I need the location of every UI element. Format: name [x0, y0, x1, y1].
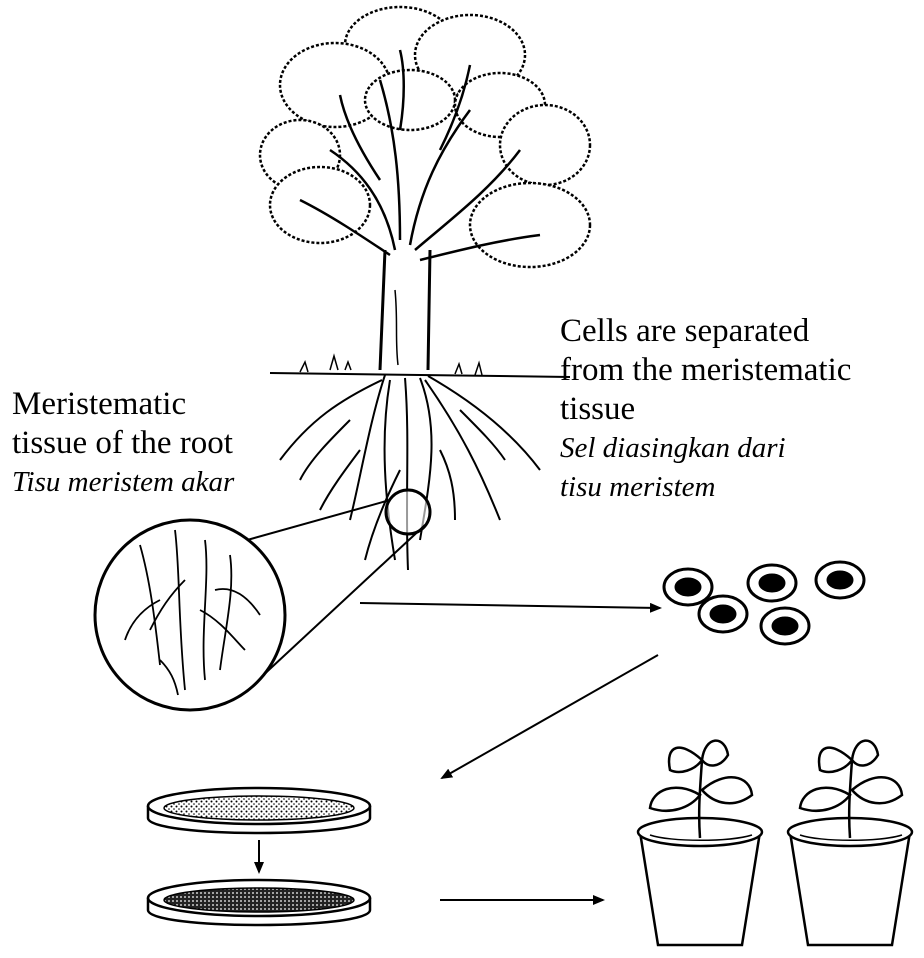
tree-trunk	[380, 250, 430, 370]
culture-dish-callus	[148, 880, 370, 925]
separated-cells	[664, 562, 864, 644]
tree-canopy	[260, 7, 590, 267]
label-root-meristem: Meristematic tissue of the root Tisu mer…	[12, 385, 234, 502]
label-cells-ms-line1: Sel diasingkan dari	[560, 429, 851, 468]
magnified-root-view	[95, 520, 285, 710]
label-root-en-line1: Meristematic	[12, 385, 234, 424]
potted-plantlet-left	[638, 741, 762, 945]
label-cells-en-line3: tissue	[560, 390, 851, 429]
culture-dish-initial	[148, 788, 370, 833]
label-cells-separated: Cells are separated from the meristemati…	[560, 312, 851, 507]
label-cells-en-line2: from the meristematic	[560, 351, 851, 390]
ground-line	[270, 373, 570, 377]
label-root-ms: Tisu meristem akar	[12, 463, 234, 502]
label-root-en-line2: tissue of the root	[12, 424, 234, 463]
label-cells-en-line1: Cells are separated	[560, 312, 851, 351]
arrow-to-cells	[360, 603, 660, 608]
arrow-to-dish	[442, 655, 658, 778]
potted-plantlet-right	[788, 741, 912, 945]
label-cells-ms-line2: tisu meristem	[560, 468, 851, 507]
tree-roots	[280, 375, 540, 570]
